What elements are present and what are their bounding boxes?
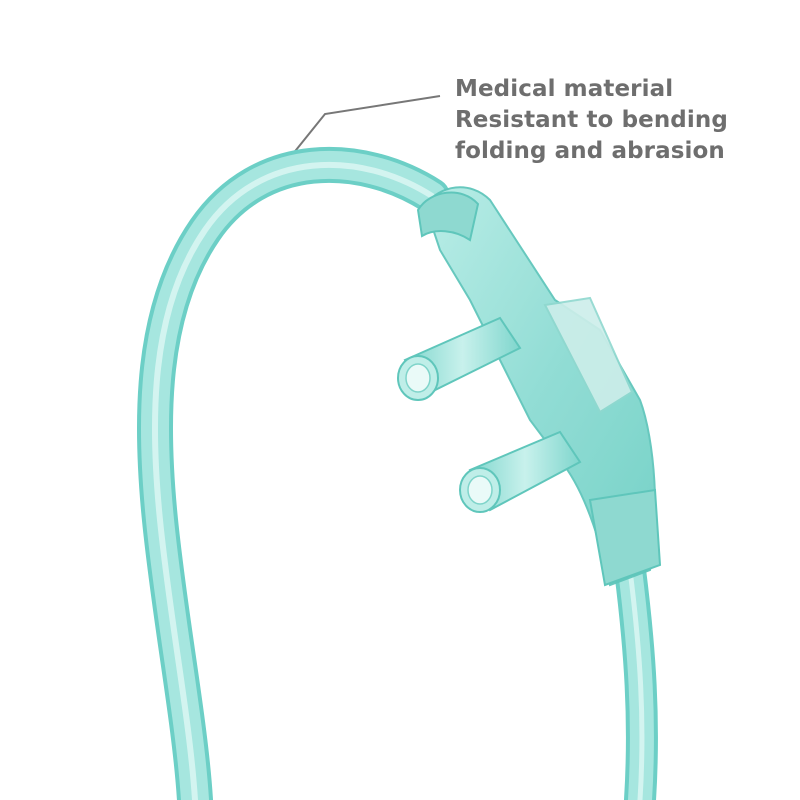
callout-text: Medical material Resistant to bending fo… [455, 74, 728, 167]
cannula-body [416, 186, 662, 587]
oxygen-tube [136, 146, 658, 800]
nasal-prong-lower [459, 430, 582, 513]
callout-line-1: Medical material [455, 76, 674, 102]
callout-line-2: Resistant to bending [455, 107, 728, 133]
nasal-prong-upper [397, 316, 522, 401]
callout-leader-line [287, 95, 441, 161]
callout-line-3: folding and abrasion [455, 138, 725, 164]
